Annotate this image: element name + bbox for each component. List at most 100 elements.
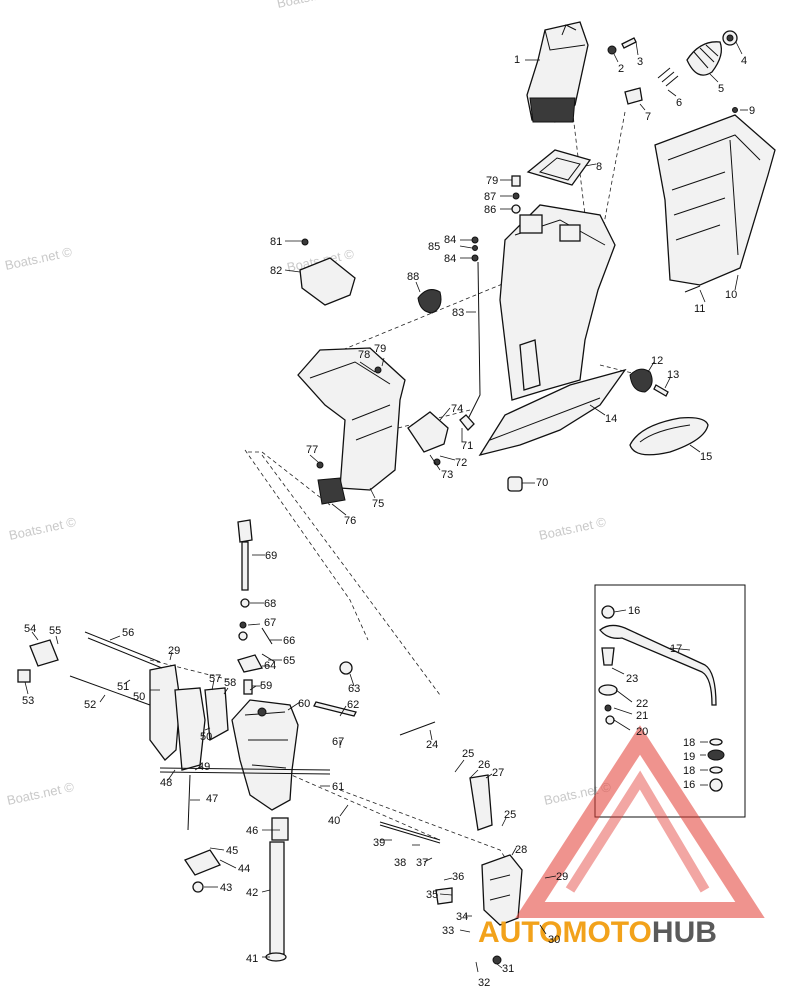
callout-label: 31 [502,963,514,975]
clamp [184,849,221,876]
link [237,654,263,673]
washer [607,45,617,55]
callout-label: 79 [374,343,386,355]
logo-text: AUTOMOTOHUB [478,916,717,949]
callout-label: 88 [407,271,419,283]
callout-label: 79 [486,175,498,187]
callout-label: 74 [451,403,463,415]
spring [261,627,273,645]
callout-label: 8 [596,161,602,173]
callout-label: 66 [283,635,295,647]
callout-label: 67 [332,736,344,748]
callout-label: 11 [694,303,705,315]
mount-plate [407,411,449,453]
callout-label: 40 [328,815,340,827]
callout-label: 45 [226,845,238,857]
callout-label: 51 [117,681,129,693]
callout-label: 78 [358,349,370,361]
upper-mount [417,289,442,314]
swivel-pin [237,519,253,591]
callout-label: 62 [347,699,359,711]
callout-label: 85 [428,241,440,253]
tube [269,841,285,955]
callout-label: 87 [484,191,496,203]
callout-label: 86 [484,204,496,216]
bushing [240,598,250,608]
callout-label: 2 [618,63,624,75]
callout-label: 25 [462,748,474,760]
washer [239,621,247,629]
callout-label: 63 [348,683,360,695]
callout-label: 59 [260,680,272,692]
callout-label: 64 [264,660,276,672]
adapter-plate [297,347,406,491]
callout-label: 55 [49,625,61,637]
callout-label: 28 [515,844,527,856]
upper-mount-cover [299,257,356,306]
leader-lines [24,41,748,973]
washer [511,204,521,214]
nut [192,881,204,893]
callout-label: 29 [556,871,568,883]
washer [472,245,478,251]
callout-label: 41 [246,953,258,965]
callout-label: 34 [456,911,468,923]
callout-label: 75 [372,498,384,510]
watermark: Boats.net © [4,244,74,273]
screw [621,37,637,49]
callout-label: 61 [332,781,344,793]
callout-label: 70 [536,477,548,489]
callout-label: 67 [264,617,276,629]
watermarks: Boats.net © Boats.net © Boats.net © Boat… [4,0,613,808]
watermark: Boats.net © [8,514,78,543]
screw [316,461,324,469]
callout-label: 53 [22,695,34,707]
callout-label: 10 [725,289,737,301]
bushing [339,661,353,675]
callout-label: 21 [636,710,648,722]
clamp-bracket-left [149,664,229,771]
callout-label: 83 [452,307,464,319]
callout-label: 37 [416,857,428,869]
callout-labels: 1 2 3 4 5 6 7 8 9 10 11 12 13 14 15 16 1… [22,54,755,989]
callout-label: 49 [198,761,210,773]
clip [435,887,453,905]
callout-label: 65 [283,655,295,667]
rod [69,675,151,706]
handle [29,639,59,667]
bolt [511,175,521,187]
nut [492,955,502,965]
washer [238,631,248,641]
callout-label: 9 [749,105,755,117]
nut [17,669,31,683]
callout-label: 12 [651,355,663,367]
pin [261,653,276,663]
callout-label: 60 [298,698,310,710]
screw [374,366,382,374]
link [469,774,493,831]
steering-link-box [594,584,746,818]
callout-label: 42 [246,887,258,899]
callout-label: 15 [700,451,712,463]
callout-label: 24 [426,739,438,751]
screw [732,107,738,113]
callout-label: 72 [455,457,467,469]
shift-boot-assembly [624,30,738,105]
callout-label: 1 [514,54,520,66]
swivel-bracket [231,699,299,811]
pin [243,679,253,695]
callout-label: 7 [645,111,651,123]
exhaust-tube [526,21,589,123]
callout-label: 56 [122,627,134,639]
callout-label: 50 [200,731,212,743]
callout-label: 17 [670,643,682,655]
callout-label: 16 [683,779,695,791]
callout-label: 6 [676,97,682,109]
automotohub-logo: AUTOMOTOHUB [478,725,765,949]
callout-label: 29 [168,645,180,657]
exhaust-housing-cover [654,114,776,286]
callout-label: 68 [264,598,276,610]
callout-label: 48 [160,777,172,789]
callout-label: 13 [667,369,679,381]
